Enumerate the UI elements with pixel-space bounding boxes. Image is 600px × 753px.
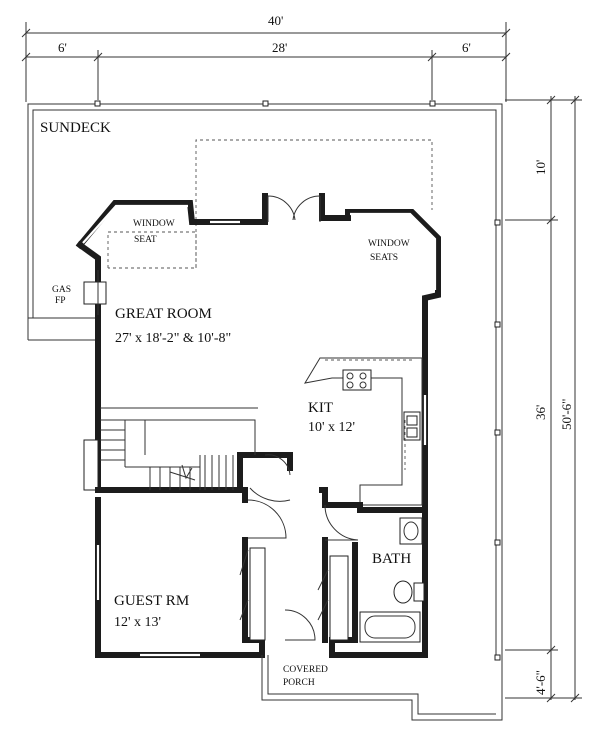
dim-left-bay: 6' xyxy=(58,40,67,55)
interior-walls xyxy=(239,487,428,658)
dim-main-depth: 36' xyxy=(533,405,548,420)
right-dimension-lines xyxy=(505,95,582,703)
dim-porch-depth: 4'-6" xyxy=(533,670,548,695)
dim-center-bay: 28' xyxy=(272,40,287,55)
bath-fixtures xyxy=(359,517,425,643)
window-seats-label-2: SEATS xyxy=(370,253,398,263)
guest-rm-size: 12' x 13' xyxy=(114,615,161,630)
dim-overall-depth: 50'-6" xyxy=(559,399,574,430)
great-room-size: 27' x 18'-2" & 10'-8" xyxy=(115,331,231,346)
kit-size: 10' x 12' xyxy=(308,420,355,435)
kitchen-counters xyxy=(304,357,423,506)
exterior-walls xyxy=(75,193,441,658)
fp-label: FP xyxy=(55,296,66,306)
sundeck-label: SUNDECK xyxy=(40,120,111,136)
window-seat-label-1: WINDOW xyxy=(133,219,175,229)
dim-upper-depth: 10' xyxy=(533,160,548,175)
gas-label: GAS xyxy=(52,285,71,295)
staircase xyxy=(83,407,293,493)
covered-porch xyxy=(261,655,503,721)
dim-overall-width: 40' xyxy=(268,13,283,28)
kit-label: KIT xyxy=(308,400,333,416)
bath-label: BATH xyxy=(372,551,411,567)
great-room-label: GREAT ROOM xyxy=(115,306,212,322)
top-dimension-lines xyxy=(21,22,511,102)
guest-rm-label: GUEST RM xyxy=(114,593,189,609)
window-seat-label-2: SEAT xyxy=(134,235,157,245)
window-seats-label-1: WINDOW xyxy=(368,239,410,249)
covered-label: COVERED xyxy=(283,665,328,675)
dim-right-bay: 6' xyxy=(462,40,471,55)
gas-fireplace xyxy=(83,270,107,315)
french-doors xyxy=(267,195,321,222)
porch-label: PORCH xyxy=(283,678,315,688)
sundeck-outline xyxy=(27,100,503,700)
